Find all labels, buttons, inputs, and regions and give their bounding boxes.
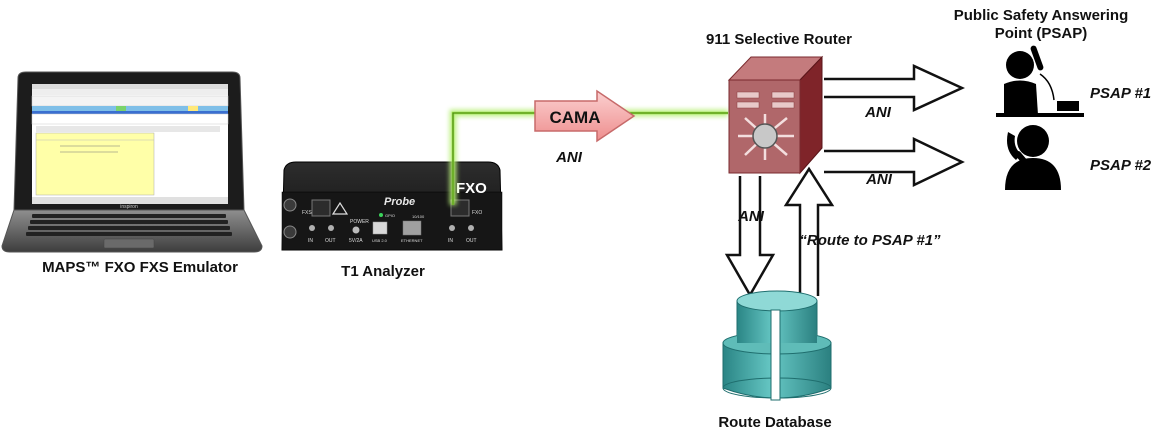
arrow-route-from-database xyxy=(783,166,835,296)
fxo-port-label: FXO xyxy=(472,210,482,216)
label-route-to-psap1: “Route to PSAP #1” xyxy=(799,232,941,249)
laptop: inspiron xyxy=(1,71,263,253)
ethernet-label: ETHERNET xyxy=(401,238,423,243)
power-spec: 5V/2A xyxy=(349,238,363,244)
probe-brand: Probe xyxy=(384,196,415,208)
laptop-brand: inspiron xyxy=(120,204,138,210)
label-psap-title-2: Point (PSAP) xyxy=(995,25,1088,42)
fxo-out-label: OUT xyxy=(466,238,477,244)
router-core-icon xyxy=(752,123,778,149)
laptop-keyboard xyxy=(26,214,232,236)
label-emulator: MAPS™ FXO FXS Emulator xyxy=(42,259,238,276)
cama-arrow xyxy=(534,89,636,143)
label-router: 911 Selective Router xyxy=(706,31,852,48)
fxs-in-label: IN xyxy=(308,238,313,244)
label-psap-title-1: Public Safety Answering xyxy=(954,7,1129,24)
t1-analyzer-device: FXS IN OUT POWER 5V/2A Probe GPIO USB 2.… xyxy=(281,161,503,251)
speed-label: 10/100 xyxy=(412,214,425,219)
fxo-in-label: IN xyxy=(448,238,453,244)
usb-label: USB 2.0 xyxy=(372,238,388,243)
operator-desk-icon xyxy=(996,45,1084,117)
arrow-to-psap1 xyxy=(824,64,966,112)
route-database-icon xyxy=(722,290,832,401)
arrow-to-psap2 xyxy=(824,137,965,187)
arrow-ani-to-database xyxy=(724,176,776,298)
label-cama: CAMA xyxy=(550,108,601,127)
fxs-out-label: OUT xyxy=(325,238,336,244)
laptop-trackpad xyxy=(103,238,155,249)
cama-signal-line xyxy=(449,109,728,205)
power-label: POWER xyxy=(350,219,369,225)
label-ani-cama: ANI xyxy=(555,149,583,166)
fxs-port-label: FXS xyxy=(302,210,312,216)
label-psap1: PSAP #1 xyxy=(1090,85,1151,102)
label-psap2: PSAP #2 xyxy=(1090,157,1152,174)
operator-phone-icon xyxy=(1005,125,1061,190)
label-fxo: FXO xyxy=(456,180,487,197)
label-ani-psap1: ANI xyxy=(864,104,892,121)
selective-router xyxy=(727,55,824,175)
gpio-label: GPIO xyxy=(385,213,395,218)
label-route-database: Route Database xyxy=(718,414,831,431)
label-t1-analyzer: T1 Analyzer xyxy=(341,263,425,280)
label-ani-psap2: ANI xyxy=(865,171,893,188)
label-ani-database: ANI xyxy=(737,208,765,225)
